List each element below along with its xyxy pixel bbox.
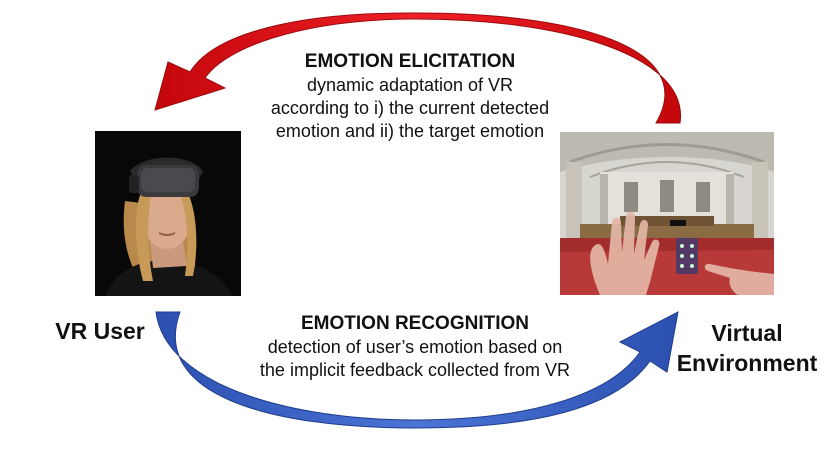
emotion-recognition-arrow	[155, 311, 679, 429]
emotion-recognition-heading: EMOTION RECOGNITION	[301, 313, 529, 334]
elicitation-line-3: emotion and ii) the target emotion	[275, 121, 545, 141]
emotion-recognition-text: EMOTION RECOGNITION detection of user’s …	[230, 312, 600, 382]
recognition-line-2: the implicit feedback collected from VR	[259, 360, 571, 380]
vr-user-label-line-1: VR User	[55, 318, 145, 344]
vr-user-photo	[95, 131, 241, 296]
virtual-environment-label-line-2: Environment	[676, 350, 818, 376]
virtual-environment-photo	[560, 132, 774, 295]
emotion-elicitation-heading: EMOTION ELICITATION	[304, 51, 516, 72]
vr-user-label: VR User	[30, 316, 170, 346]
emotion-elicitation-arrow	[154, 12, 681, 124]
emotion-elicitation-text: EMOTION ELICITATION dynamic adaptation o…	[240, 50, 580, 143]
elicitation-line-2: according to i) the current detected	[270, 98, 550, 118]
virtual-environment-label-line-1: Virtual	[711, 320, 783, 346]
virtual-environment-label: Virtual Environment	[672, 318, 822, 378]
elicitation-line-1: dynamic adaptation of VR	[306, 75, 514, 95]
recognition-line-1: detection of user’s emotion based on	[267, 337, 563, 357]
